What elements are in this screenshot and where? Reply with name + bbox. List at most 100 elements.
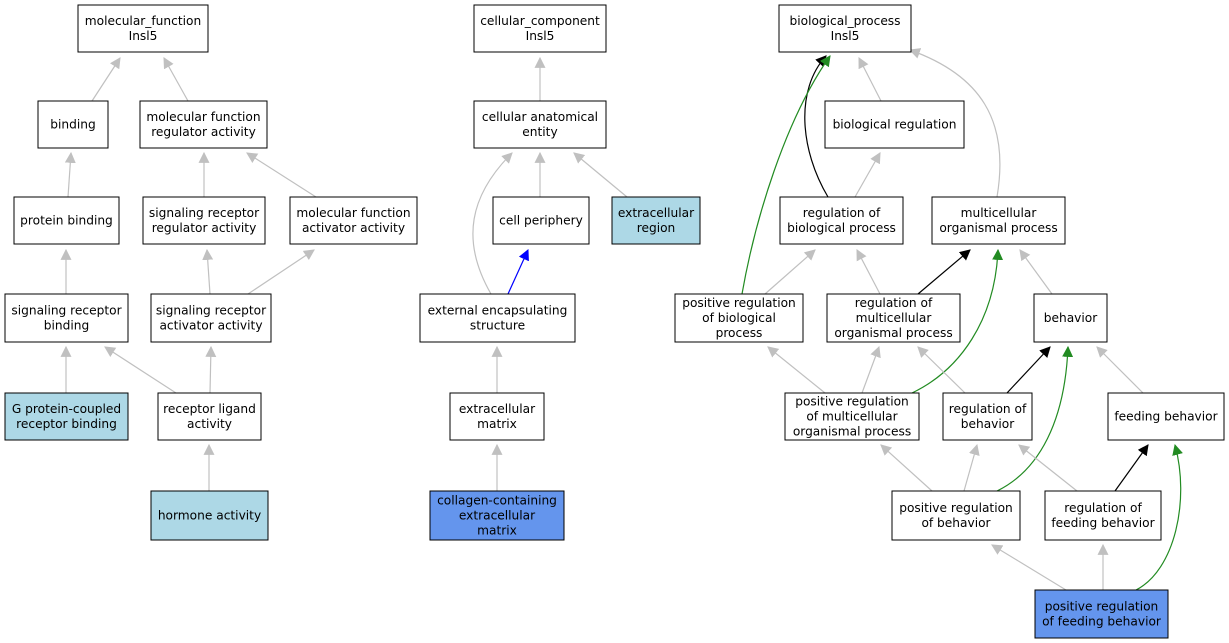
- node-label-line: positive regulation: [682, 296, 796, 310]
- edge-mfaa-is-a-mfra: [246, 152, 317, 198]
- edges-layer: [60, 48, 1183, 591]
- node-binding[interactable]: binding: [37, 100, 109, 149]
- node-label-line: multicellular: [961, 206, 1038, 220]
- edge-mfra-is-a-mf: [163, 57, 189, 102]
- node-label-line: organismal process: [939, 221, 1057, 235]
- node-label-line: binding: [44, 319, 89, 333]
- node-label-line: activity: [187, 417, 232, 431]
- node-label-line: biological regulation: [833, 118, 957, 132]
- node-label-line: binding: [50, 118, 95, 132]
- node-label-line: behavior: [1044, 311, 1098, 325]
- node-label-line: behavior: [961, 417, 1015, 431]
- edge-ecs-part-of-cellper: [507, 248, 529, 295]
- node-label-line: Insl5: [129, 29, 158, 43]
- node-cellper[interactable]: cell periphery: [492, 196, 590, 245]
- node-label-line: biological_process: [789, 14, 900, 28]
- node-label-line: Insl5: [526, 29, 555, 43]
- node-label-line: extracellular: [459, 402, 536, 416]
- node-box: [942, 392, 1033, 441]
- node-protbind[interactable]: protein binding: [13, 196, 120, 245]
- node-label-line: of biological: [702, 311, 776, 325]
- node-box: [1107, 392, 1225, 441]
- node-label-line: signaling receptor: [11, 304, 122, 318]
- edge-behavior-is-a-mop: [1019, 249, 1053, 295]
- edge-protbind-is-a-binding: [64, 151, 76, 198]
- edge-regmop-is-a-regbp: [856, 249, 881, 295]
- node-label-line: regulator activity: [152, 221, 257, 235]
- node-feedbeh[interactable]: feeding behavior: [1107, 392, 1225, 441]
- node-label-line: regulation of: [803, 206, 881, 220]
- node-box: [139, 100, 268, 149]
- node-box: [419, 293, 576, 343]
- node-label-line: of feeding behavior: [1042, 615, 1162, 629]
- node-label-line: G protein-coupled: [12, 402, 121, 416]
- node-label-line: structure: [470, 319, 525, 333]
- node-label-line: molecular function: [146, 110, 260, 124]
- node-bioreg[interactable]: biological regulation: [824, 100, 965, 149]
- node-box: [1033, 293, 1108, 343]
- node-behavior[interactable]: behavior: [1033, 293, 1108, 343]
- edge-posregbeh-is-a-posregmop: [880, 444, 933, 492]
- edge-ecs-is-a-cae: [472, 152, 513, 295]
- node-box: [157, 392, 262, 441]
- node-label-line: regulation of: [1064, 501, 1142, 515]
- node-box: [150, 293, 272, 343]
- edge-posregfeed-is-a-posregbeh: [991, 544, 1067, 591]
- edge-sraa-is-a-mfaa: [247, 249, 315, 295]
- node-label-line: activator activity: [159, 319, 262, 333]
- node-box: [77, 4, 209, 53]
- node-label-line: organismal process: [793, 425, 911, 439]
- node-label-line: molecular function: [296, 206, 410, 220]
- node-label-line: signaling receptor: [156, 304, 267, 318]
- node-label-line: receptor binding: [16, 417, 117, 431]
- node-box: [826, 293, 961, 343]
- edge-posregbeh-is-a-regbeh: [963, 443, 980, 492]
- edge-regmop-regulates-mop: [917, 249, 971, 295]
- node-label-line: external encapsulating: [428, 304, 568, 318]
- edge-binding-is-a-mf: [91, 57, 121, 102]
- node-label-line: multicellular: [856, 311, 933, 325]
- node-box: [150, 490, 269, 541]
- edge-posregmop-is-a-posregbp: [767, 346, 826, 394]
- node-hormone[interactable]: hormone activity: [150, 490, 269, 541]
- node-box: [891, 490, 1021, 541]
- edge-posregfeed-positively-regulates-feedbeh: [1135, 443, 1183, 591]
- node-label-line: molecular_function: [85, 14, 201, 28]
- node-box: [449, 392, 545, 441]
- node-label-line: positive regulation: [795, 395, 909, 409]
- node-box: [784, 392, 920, 441]
- node-box: [931, 196, 1066, 245]
- node-label-line: receptor ligand: [163, 402, 256, 416]
- edge-regbeh-is-a-regmop: [917, 346, 966, 394]
- node-label-line: regulator activity: [151, 125, 256, 139]
- node-box: [1034, 589, 1169, 639]
- node-label-line: regulation of: [949, 402, 1027, 416]
- node-box: [4, 392, 129, 441]
- edge-posregmop-positively-regulates-mop: [911, 248, 1004, 394]
- node-box: [473, 100, 607, 149]
